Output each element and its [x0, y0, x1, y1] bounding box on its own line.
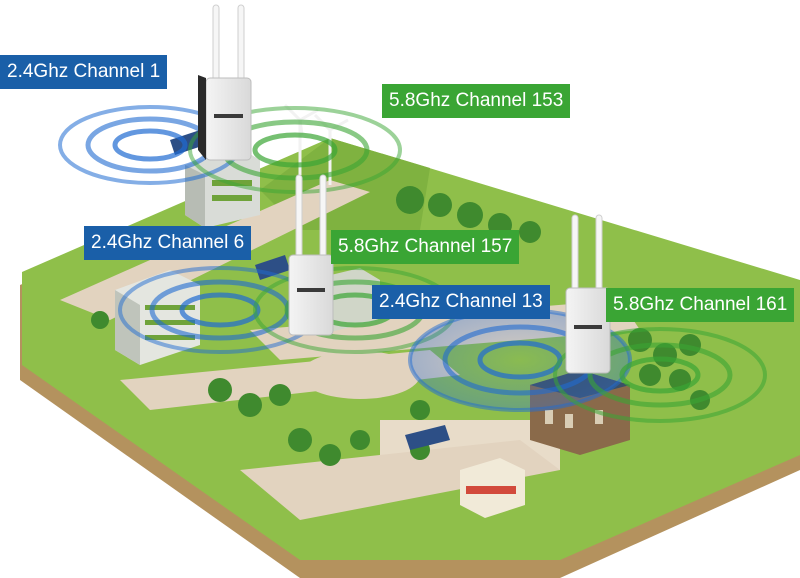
label-2-4ghz-channel-1: 2.4Ghz Channel 1: [0, 55, 168, 89]
tree-icon: [457, 202, 483, 228]
tree-icon: [238, 393, 262, 417]
tree-icon: [208, 378, 232, 402]
tree-icon: [519, 221, 541, 243]
label-5-8ghz-channel-157: 5.8Ghz Channel 157: [331, 230, 520, 264]
label-5-8ghz-channel-153: 5.8Ghz Channel 153: [382, 84, 571, 118]
tree-icon: [91, 311, 109, 329]
tree-icon: [639, 364, 661, 386]
tree-icon: [350, 430, 370, 450]
tree-icon: [269, 384, 291, 406]
coverage-5-8ghz-channel-161: [553, 327, 767, 423]
kiosk-icon: [460, 458, 525, 518]
label-2-4ghz-channel-6: 2.4Ghz Channel 6: [84, 226, 252, 260]
access-point-icon: [565, 214, 611, 374]
tree-icon: [396, 186, 424, 214]
access-point-icon: [198, 4, 252, 161]
tree-icon: [319, 444, 341, 466]
access-point-icon: [288, 174, 334, 336]
tree-icon: [288, 428, 312, 452]
label-2-4ghz-channel-13: 2.4Ghz Channel 13: [372, 285, 550, 319]
tree-icon: [428, 193, 452, 217]
tree-icon: [410, 400, 430, 420]
label-5-8ghz-channel-161: 5.8Ghz Channel 161: [606, 288, 795, 322]
